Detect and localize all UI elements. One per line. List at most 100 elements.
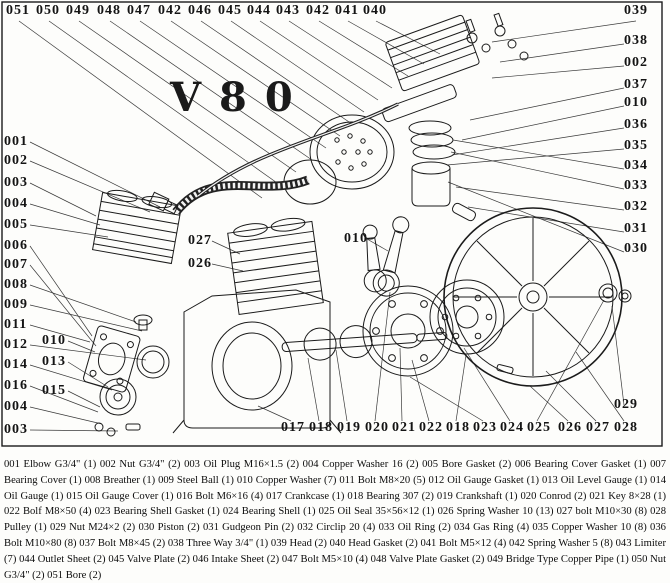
part-entry-042: 042 Spring Washer 5 (8) — [509, 537, 613, 549]
crankshaft — [281, 325, 448, 361]
part-entry-045: 045 Valve Plate (2) — [108, 553, 190, 565]
part-entry-048: 048 Valve Plate Gasket (2) — [370, 553, 485, 565]
part-callout-010: 010 — [624, 95, 648, 110]
part-entry-041: 041 Bolt M5×12 (4) — [420, 537, 507, 549]
part-callout-050: 050 — [36, 3, 60, 18]
part-entry-043: 043 Limiter (7) — [4, 537, 666, 565]
part-entry-023: 023 Bearing Shell Gasket (1) — [94, 506, 220, 518]
part-entry-011: 011 Bolt M8×20 (5) — [339, 474, 426, 486]
oil-seal-and-nut — [598, 283, 632, 303]
part-entry-024: 024 Bearing Shell (1) — [222, 506, 316, 518]
part-callout-003: 003 — [4, 175, 28, 190]
part-callout-013: 013 — [42, 354, 66, 369]
part-entry-049: 049 Bridge Type Copper Pipe (1) — [487, 553, 629, 565]
parts-list-text: 001 Elbow G3/4" (1) 002 Nut G3/4" (2) 00… — [4, 457, 666, 583]
part-entry-006: 006 Bearing Cover Gasket (1) — [514, 459, 647, 470]
parts-list: 001 Elbow G3/4" (1) 002 Nut G3/4" (2) 00… — [0, 452, 670, 581]
part-callout-010: 010 — [344, 231, 368, 246]
part-entry-037: 037 Bolt M8×45 (2) — [79, 537, 166, 549]
part-callout-034: 034 — [624, 158, 648, 173]
part-callout-007: 007 — [4, 257, 28, 272]
part-callout-006: 006 — [4, 238, 28, 253]
part-entry-022: 022 Bolf M8×50 (4) — [4, 506, 92, 518]
part-callout-029: 029 — [614, 397, 638, 412]
part-entry-003: 003 Oil Plug M16×1.5 (2) — [184, 459, 300, 470]
leader-lines — [18, 20, 637, 432]
part-callout-011: 011 — [4, 317, 28, 332]
part-callout-033: 033 — [624, 178, 648, 193]
part-callout-016: 016 — [4, 378, 28, 393]
breather — [133, 314, 153, 331]
part-callout-040: 040 — [363, 3, 387, 18]
part-entry-035: 035 Copper Washer 10 (8) — [532, 522, 647, 534]
part-entry-029: 029 Nut M24×2 (2) — [49, 522, 136, 534]
cylinder-block — [227, 217, 324, 316]
part-callout-018: 018 — [446, 420, 470, 435]
part-entry-038: 038 Three Way 3/4" (1) — [167, 537, 269, 549]
part-callout-004: 004 — [4, 399, 28, 414]
part-callout-043: 043 — [276, 3, 300, 18]
part-callout-036: 036 — [624, 117, 648, 132]
part-entry-021: 021 Key 8×28 (1) — [589, 490, 667, 502]
exploded-view-drawing — [1, 1, 663, 447]
part-callout-049: 049 — [66, 3, 90, 18]
head-bolts — [465, 12, 529, 61]
part-entry-032: 032 Circlip 20 (4) — [297, 522, 376, 534]
key — [496, 364, 514, 374]
part-callout-014: 014 — [4, 357, 28, 372]
part-entry-020: 020 Conrod (2) — [520, 490, 587, 502]
part-callout-004: 004 — [4, 196, 28, 211]
part-callout-012: 012 — [4, 337, 28, 352]
part-entry-039: 039 Head (2) — [270, 537, 327, 549]
diagram-border — [1, 1, 663, 447]
part-callout-010: 010 — [42, 333, 66, 348]
part-entry-019: 019 Crankshaft (1) — [436, 490, 518, 502]
part-callout-031: 031 — [624, 221, 648, 236]
flexible-hose — [172, 175, 310, 215]
part-callout-019: 019 — [337, 420, 361, 435]
head-gasket — [381, 84, 457, 123]
part-callout-018: 018 — [309, 420, 333, 435]
crankcase — [172, 289, 342, 434]
part-callout-042: 042 — [158, 3, 182, 18]
left-cylinder — [91, 189, 183, 265]
part-entry-030: 030 Piston (2) — [138, 522, 200, 534]
part-entry-014: 014 Oil Gauge (1) — [4, 474, 667, 502]
part-entry-027: 027 bolt M10×30 (8) — [556, 506, 648, 518]
part-callout-046: 046 — [188, 3, 212, 18]
part-entry-031: 031 Gudgeon Pin (2) — [202, 522, 294, 534]
part-callout-003: 003 — [4, 422, 28, 437]
model-label: V80 — [170, 74, 311, 121]
bearing-shell — [429, 279, 505, 355]
part-callout-015: 015 — [42, 383, 66, 398]
part-callout-027: 027 — [188, 233, 212, 248]
part-entry-015: 015 Oil Gauge Cover (1) — [66, 490, 174, 502]
part-callout-041: 041 — [335, 3, 359, 18]
part-entry-028: 028 Pulley (1) — [4, 506, 667, 534]
part-entry-002: 002 Nut G3/4" (2) — [99, 459, 181, 470]
part-callout-048: 048 — [97, 3, 121, 18]
bridge-copper-pipe — [196, 102, 399, 198]
part-callout-020: 020 — [365, 420, 389, 435]
part-entry-001: 001 Elbow G3/4" (1) — [4, 459, 97, 470]
part-entry-008: 008 Breather (1) — [84, 474, 156, 486]
part-entry-004: 004 Copper Washer 16 (2) — [302, 459, 419, 470]
part-callout-051: 051 — [6, 3, 30, 18]
part-entry-010: 010 Copper Washer (7) — [236, 474, 337, 486]
part-callout-042: 042 — [306, 3, 330, 18]
part-entry-033: 033 Oil Ring (2) — [378, 522, 451, 534]
part-callout-023: 023 — [473, 420, 497, 435]
part-entry-017: 017 Crankcase (1) — [266, 490, 345, 502]
part-entry-009: 009 Steel Ball (1) — [158, 474, 234, 486]
part-callout-021: 021 — [392, 420, 416, 435]
part-callout-017: 017 — [281, 420, 305, 435]
part-entry-040: 040 Head Gasket (2) — [329, 537, 418, 549]
part-callout-009: 009 — [4, 297, 28, 312]
part-entry-044: 044 Outlet Sheet (2) — [19, 553, 106, 565]
part-callout-028: 028 — [614, 420, 638, 435]
cylinder-head — [385, 14, 480, 92]
part-entry-007: 007 Bearing Cover (1) — [4, 459, 666, 486]
part-entry-026: 026 Spring Washer 10 (13) — [437, 506, 554, 518]
part-entry-036: 036 Bolt M10×80 (8) — [4, 522, 666, 549]
